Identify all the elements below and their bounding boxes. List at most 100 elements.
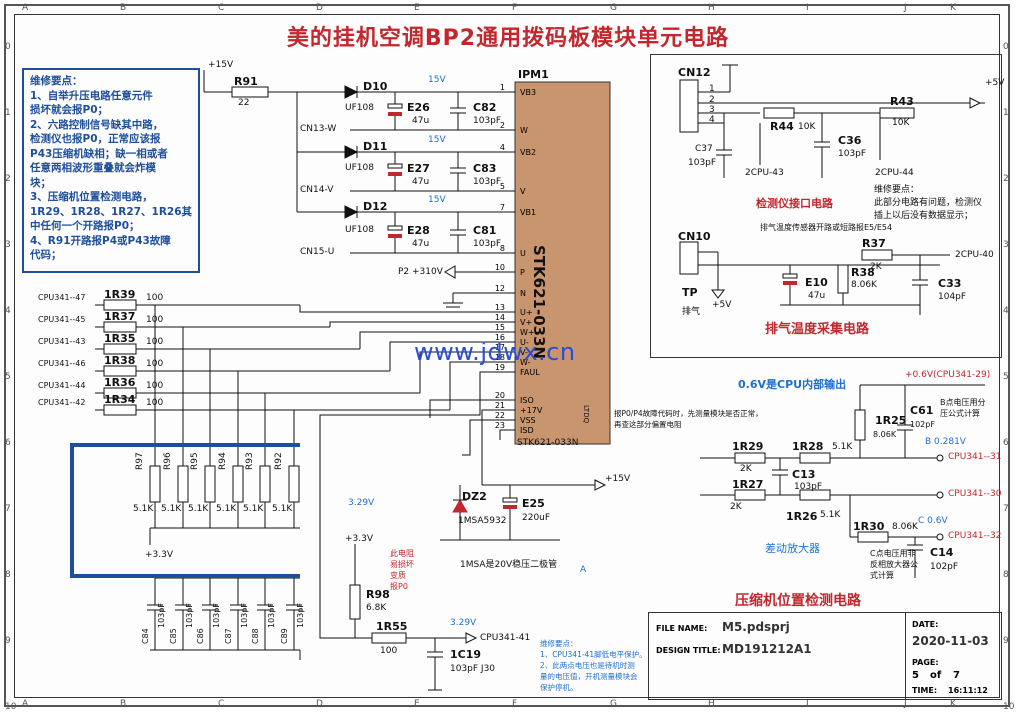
ipm-body — [514, 81, 611, 445]
cap-bank-value: 103pF — [296, 603, 305, 628]
r98-note-line: 此电阻 — [390, 549, 414, 558]
outer-frame — [4, 4, 1010, 707]
cpu31-label: CPU341--31 — [948, 452, 1002, 462]
grid-row-marker: 3 — [5, 240, 11, 250]
cap-bank-ref: C88 — [251, 628, 260, 644]
grid-column-marker: F — [512, 3, 518, 13]
ipm-pin-number: 1 — [500, 83, 505, 92]
ipm-pin-number: 17 — [495, 343, 505, 352]
date-value: 2020-11-03 — [912, 634, 989, 648]
c-note-line: 式计算 — [870, 571, 894, 580]
grid-column-marker: A — [22, 699, 29, 709]
e27-label: E27 — [407, 162, 430, 175]
grid-column-marker: I — [806, 3, 809, 13]
grid-column-marker: K — [950, 699, 956, 709]
page-total: 7 — [953, 670, 960, 681]
notes-line: 4、R91开路报P4或P43故障 — [30, 234, 171, 247]
grid-column-marker: D — [316, 3, 323, 13]
ipm-pin-number: 2 — [500, 121, 505, 130]
ipm-pin-name: W- — [520, 358, 531, 367]
r98-label: R98 — [366, 588, 390, 601]
ipm-pin-name: ISO — [520, 396, 534, 405]
grid-row-marker: 8 — [5, 570, 11, 580]
d10-label: D10 — [363, 80, 388, 93]
b-voltage: B 0.281V — [925, 437, 966, 447]
diff-amp-label: 差动放大器 — [765, 542, 820, 555]
dz2-part: 1MSA5932 — [458, 516, 507, 526]
cpu32-label: CPU341--32 — [948, 531, 1002, 541]
grid-row-marker: 0 — [1003, 42, 1009, 52]
cap-bank-ref: C84 — [141, 628, 150, 644]
grid-column-marker: H — [708, 3, 715, 13]
v33-pulldown: +3.3V — [145, 550, 174, 560]
cap-bank-value: 103pF — [240, 603, 249, 628]
ipm-pin-name: V- — [520, 348, 528, 357]
file-name-value: M5.pdsprj — [722, 620, 790, 634]
v15-c: 15V — [428, 195, 446, 205]
pulldown-ref: R96 — [163, 452, 173, 470]
sensor-note-line: 插上以后没有数据显示； — [874, 211, 974, 221]
point-a: A — [580, 565, 587, 575]
d12-label: D12 — [363, 200, 388, 213]
grid-row-marker: 6 — [1003, 438, 1009, 448]
pulldown-value: 5.1K — [133, 504, 154, 514]
dz2-label: DZ2 — [462, 490, 487, 503]
pulldown-value: 5.1K — [216, 504, 237, 514]
r91-value: 22 — [238, 98, 250, 108]
ipm-pin-name: +17V — [520, 406, 543, 415]
ipm-pin-number: 23 — [495, 421, 505, 430]
v15-a: 15V — [428, 75, 446, 85]
grid-row-marker: 2 — [1003, 174, 1009, 184]
ipm-pin-name: U+ — [520, 308, 533, 317]
cpu40-label: 2CPU-40 — [955, 250, 994, 260]
design-title-value: MD191212A1 — [722, 642, 812, 656]
ipm-pin-number: 10 — [495, 263, 505, 272]
input-resistor-value: 100 — [146, 315, 164, 325]
e28-label: E28 — [407, 224, 430, 237]
input-resistor-value: 100 — [146, 359, 164, 369]
r98-value: 6.8K — [366, 603, 387, 613]
cap-bank-value: 103pF — [185, 603, 194, 628]
cn14-v-label: CN14-V — [300, 185, 334, 195]
e10-label: E10 — [805, 276, 828, 289]
c-point-note: C点电压用非 反相放大器公 式计算 — [870, 548, 918, 581]
pulldown-ref: R97 — [135, 452, 145, 470]
cn13-w-label: CN13-W — [300, 124, 337, 134]
v5-sensor: +5V — [985, 78, 1005, 88]
notes-line: 块； — [30, 176, 51, 189]
ipm-pin-number: 13 — [495, 303, 505, 312]
v15-zener: +15V — [605, 474, 631, 484]
pulldown-ref: R92 — [274, 452, 284, 470]
cpu44-label: 2CPU-44 — [875, 168, 914, 178]
r28-value: 5.1K — [832, 442, 853, 452]
grid-column-marker: A — [22, 3, 29, 13]
grid-column-marker: B — [120, 699, 127, 709]
sensor-note-line: 维修要点： — [874, 185, 920, 195]
c-voltage: C 0.6V — [918, 516, 948, 526]
ipm-pin-number: 14 — [495, 313, 505, 322]
date-label: DATE: — [912, 620, 939, 629]
c61-label: C61 — [910, 404, 934, 417]
input-resistor-value: 100 — [146, 381, 164, 391]
input-resistor-value: 100 — [146, 398, 164, 408]
time-value: 16:11:12 — [948, 686, 988, 695]
ipm-pin-name: V+ — [520, 318, 532, 327]
c33-value: 104pF — [938, 292, 967, 302]
ipm-pin-number: 16 — [495, 333, 505, 342]
cap-bank-ref: C86 — [196, 628, 205, 644]
c13-value: 103pF — [794, 482, 823, 492]
c19-label: 1C19 — [450, 648, 482, 661]
c36-label: C36 — [838, 134, 862, 147]
pulldown-value: 5.1K — [243, 504, 264, 514]
cap-bank-ref: C85 — [169, 628, 178, 644]
grid-column-marker: C — [218, 3, 225, 13]
c82-value: 103pF — [473, 116, 502, 126]
ipm-pin-number: 19 — [495, 363, 505, 372]
notes-line: P43压缩机缺相；缺一相或者 — [30, 147, 168, 160]
cpu-input-net: CPU341--44 — [38, 381, 86, 390]
pulldown-ref: R94 — [218, 452, 228, 470]
cn12-label: CN12 — [678, 66, 711, 79]
pulldown-value: 5.1K — [188, 504, 209, 514]
b-point-note: B点电压用分 压公式计算 — [940, 397, 986, 419]
